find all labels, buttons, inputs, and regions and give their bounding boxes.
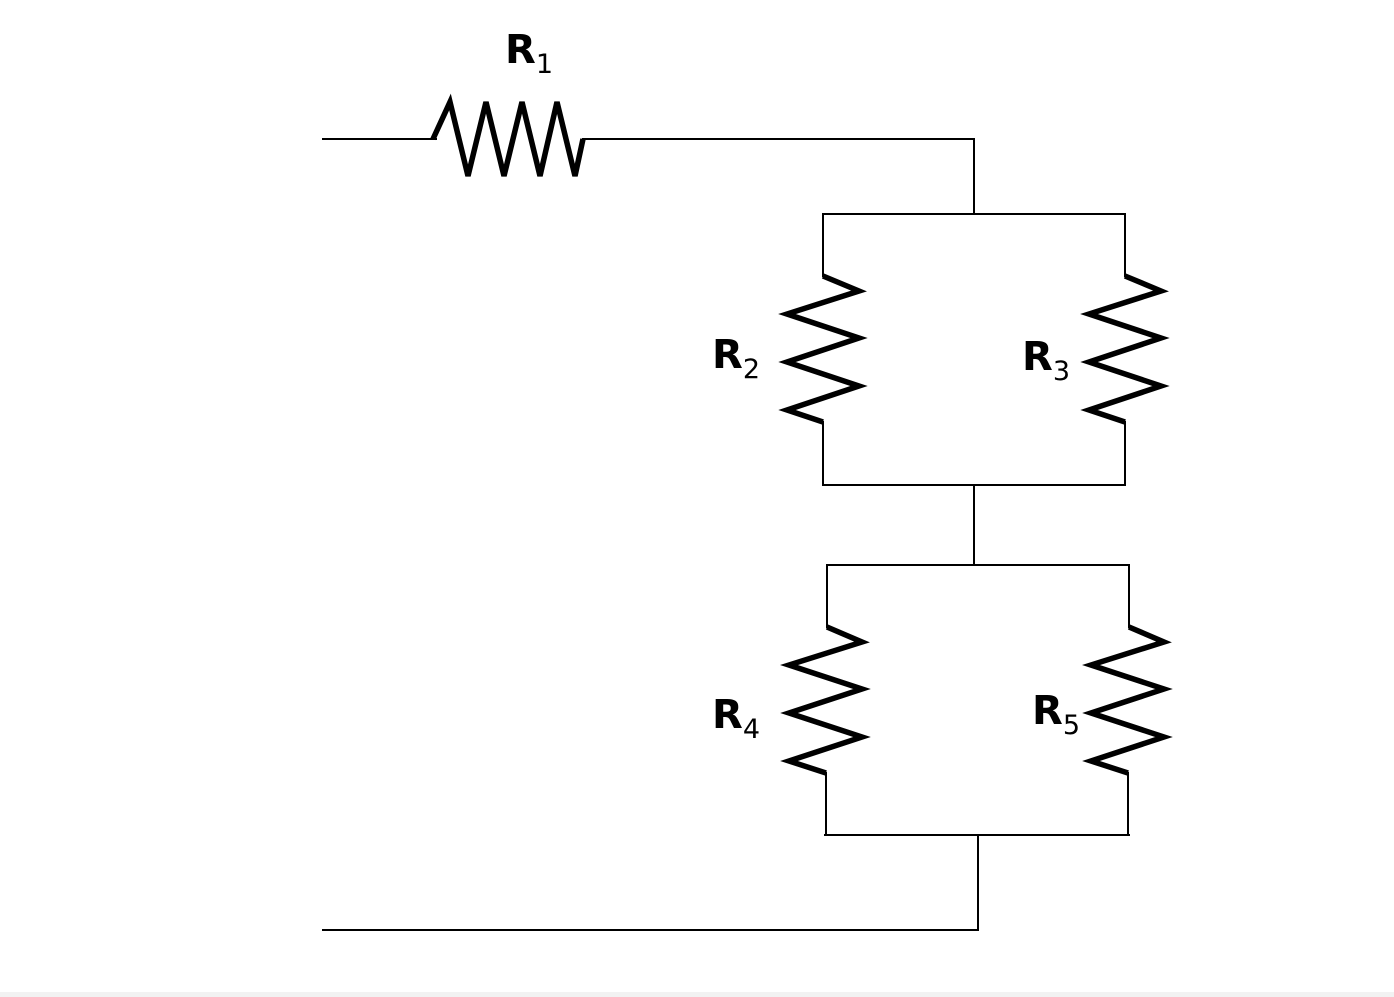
wire-top-right	[582, 138, 975, 215]
label-r5: R5	[1032, 688, 1080, 741]
resistor-r3	[1080, 273, 1170, 425]
label-r3: R3	[1022, 334, 1070, 387]
label-r4: R4	[712, 692, 760, 745]
resistor-r5	[1082, 624, 1173, 776]
resistor-r4	[780, 624, 871, 776]
label-r2: R2	[712, 332, 760, 385]
resistor-r1	[430, 93, 586, 177]
bottom-strip	[0, 992, 1394, 997]
label-r1: R1	[505, 27, 553, 80]
wire-return	[322, 834, 979, 931]
resistor-r2	[778, 273, 868, 425]
